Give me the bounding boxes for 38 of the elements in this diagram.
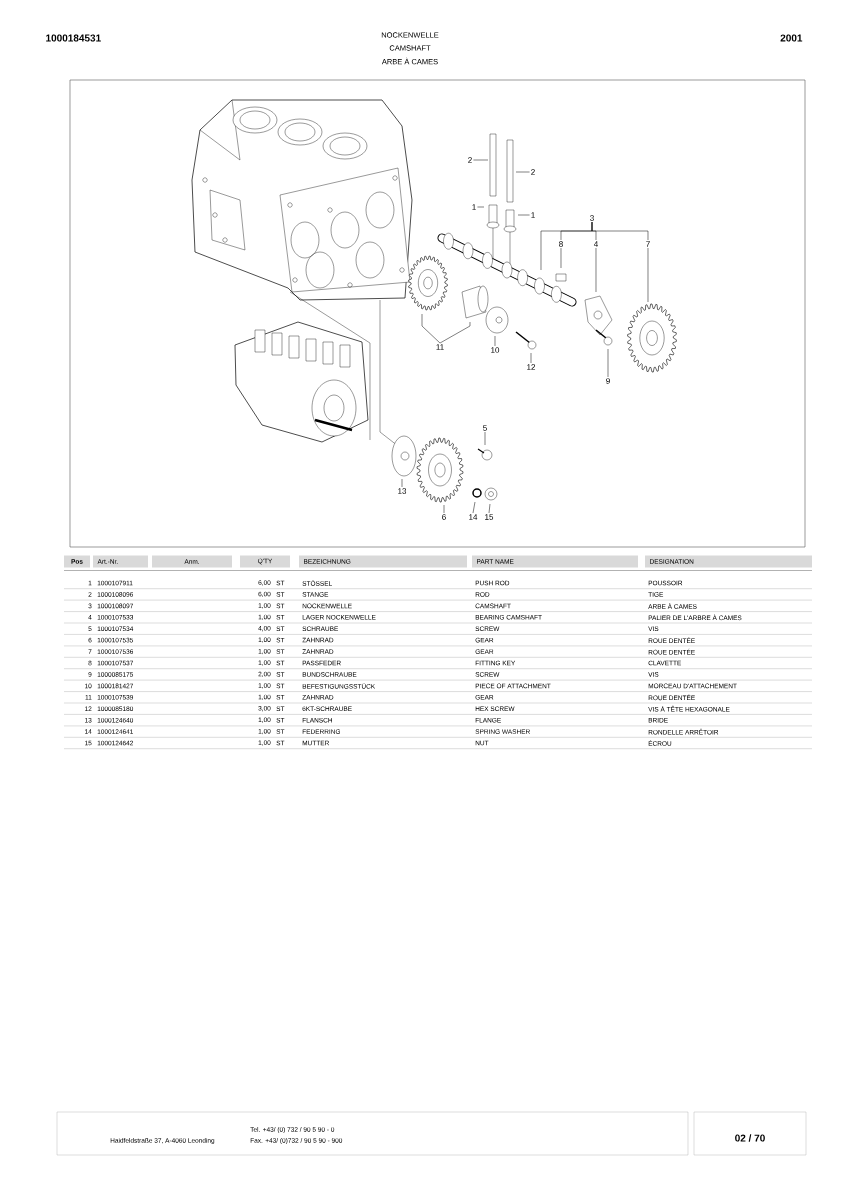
leader-line <box>472 501 476 514</box>
callout-number: 1 <box>472 204 476 210</box>
callout-number: 6 <box>442 514 446 520</box>
callout-number: 1 <box>531 212 535 218</box>
leader-line <box>530 352 532 364</box>
leader-line <box>473 159 489 161</box>
leader-line <box>443 504 445 514</box>
leader-line <box>591 221 649 241</box>
leader-line <box>607 348 609 378</box>
callout-number: 15 <box>485 514 494 520</box>
leader-line <box>494 335 496 347</box>
page-number: 02 / 70 <box>693 1111 807 1156</box>
callout-number: 4 <box>593 241 598 247</box>
leader-line <box>421 313 441 344</box>
leader-line <box>517 214 530 216</box>
callout-number: 2 <box>468 157 472 163</box>
leader-line <box>560 247 562 269</box>
callout-number: 13 <box>398 488 407 494</box>
leader-line <box>401 478 403 488</box>
callout-number: 7 <box>646 241 650 247</box>
callout-number: 5 <box>483 425 487 431</box>
callout-number: 8 <box>559 241 563 247</box>
leader-line <box>647 247 649 303</box>
callout-number: 3 <box>590 215 594 221</box>
leader-line <box>515 171 530 173</box>
callout-number: 11 <box>436 344 444 350</box>
leader-line <box>488 503 491 514</box>
leader-line <box>477 206 485 208</box>
leader-line <box>439 321 471 344</box>
callout-number: 9 <box>606 378 610 384</box>
callout-number: 10 <box>491 347 500 353</box>
part-number: 1000184531 <box>46 34 101 42</box>
leader-line <box>484 431 486 446</box>
year: 2001 <box>780 34 803 42</box>
callout-number: 2 <box>531 169 535 175</box>
leader-line <box>595 247 597 293</box>
callout-number: 14 <box>469 514 478 520</box>
callout-number: 12 <box>527 364 536 370</box>
